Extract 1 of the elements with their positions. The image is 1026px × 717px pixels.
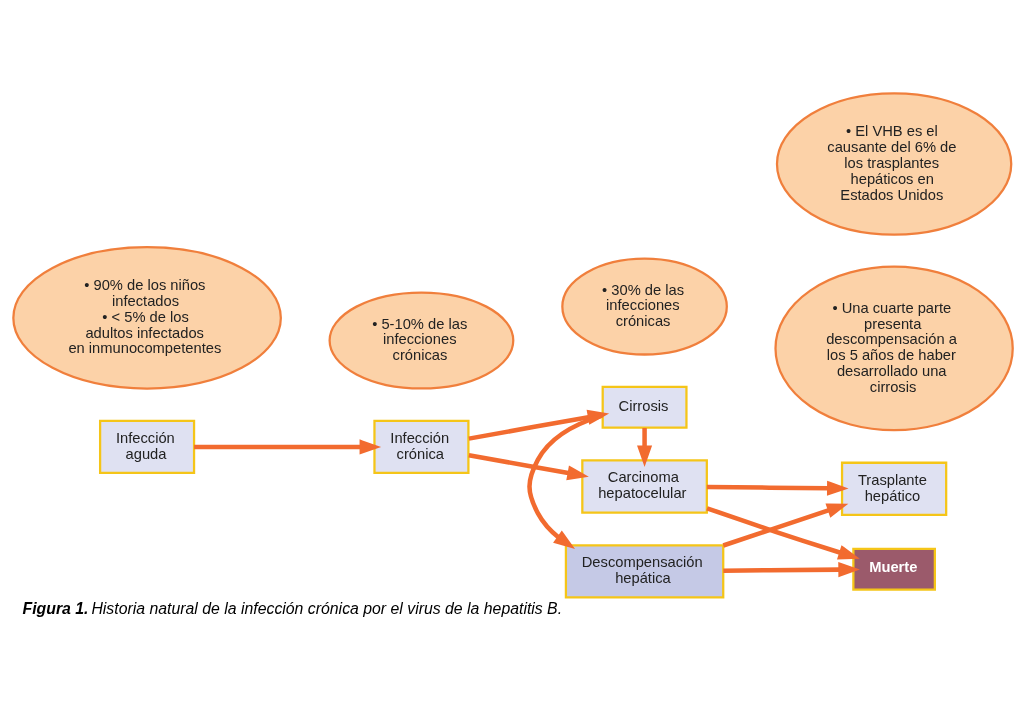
caption: Figura 1. Historia natural de la infección crónica por el virus de la hepatitis B. <box>22 599 563 617</box>
